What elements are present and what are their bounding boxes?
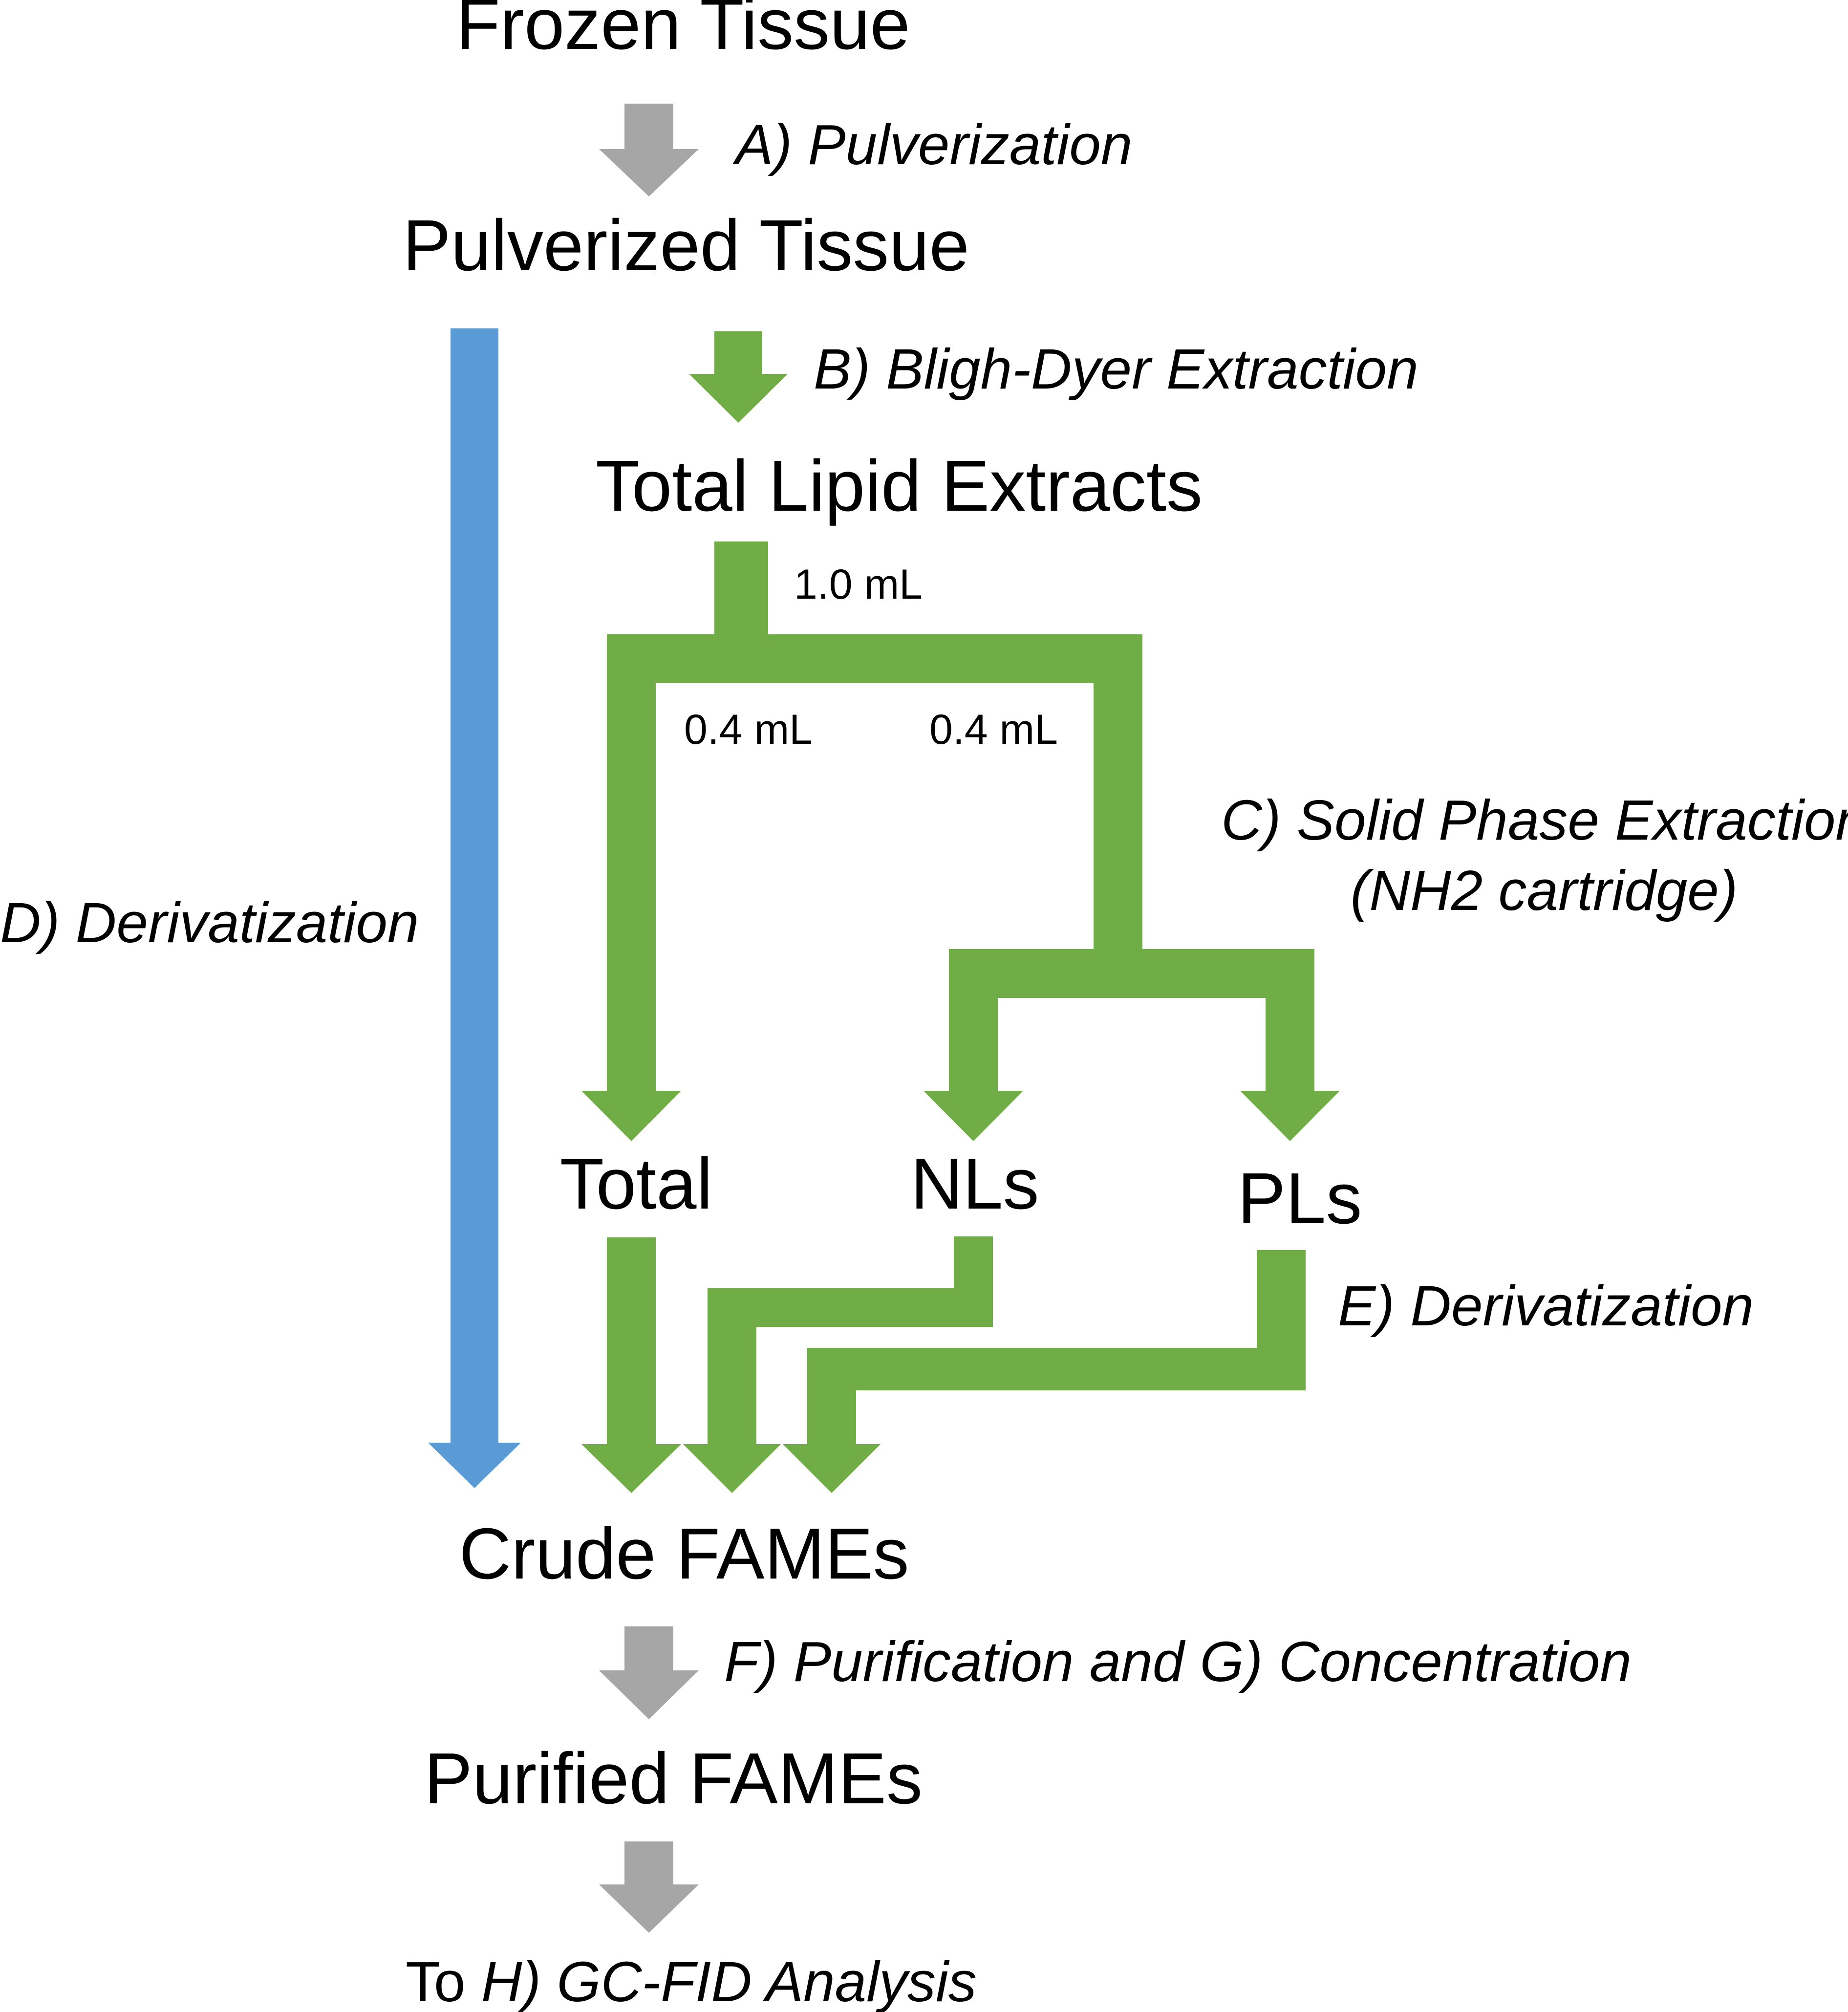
step-d-label: D) Derivatization	[0, 891, 419, 954]
step-h-text: H) GC-FID Analysis	[481, 1950, 977, 2012]
split-top-bar	[607, 634, 1142, 683]
step-h-label: To H) GC-FID Analysis	[406, 1950, 977, 2012]
volume-split-input: 1.0 mL	[794, 561, 923, 608]
step-e-label: E) Derivatization	[1338, 1274, 1754, 1338]
purification-arrow	[599, 1626, 699, 1719]
derivatization-direct-arrow	[428, 328, 521, 1488]
total-label: Total	[560, 1144, 713, 1224]
nls-to-crude-arrow	[683, 1236, 993, 1493]
spe-split-bar	[949, 949, 1314, 998]
step-c-label-line1: C) Solid Phase Extraction	[1221, 788, 1848, 852]
volume-to-spe: 0.4 mL	[929, 706, 1058, 753]
step-a-label: A) Pulverization	[732, 113, 1132, 176]
pls-label: PLs	[1237, 1158, 1362, 1239]
split-stem	[714, 541, 768, 635]
total-to-crude-arrow	[581, 1237, 681, 1493]
step-h-prefix: To	[406, 1950, 481, 2012]
spe-branch	[1094, 683, 1142, 950]
nls-arrow	[924, 998, 1023, 1141]
step-c-label-line2: (NH2 cartridge)	[1351, 859, 1738, 922]
total-branch-arrow	[581, 683, 681, 1141]
total-lipid-extracts-label: Total Lipid Extracts	[596, 446, 1203, 526]
pulverization-arrow	[599, 104, 699, 196]
nls-label: NLs	[910, 1144, 1039, 1224]
gc-fid-arrow	[599, 1841, 699, 1933]
step-b-label: B) Bligh-Dyer Extraction	[814, 337, 1418, 401]
volume-to-total: 0.4 mL	[684, 706, 813, 753]
pls-arrow	[1240, 998, 1340, 1141]
pls-to-crude-arrow	[783, 1250, 1306, 1493]
purified-fames-label: Purified FAMEs	[424, 1738, 923, 1819]
frozen-tissue-label: Frozen Tissue	[456, 0, 910, 65]
crude-fames-label: Crude FAMEs	[459, 1514, 909, 1594]
step-fg-label: F) Purification and G) Concentration	[724, 1630, 1632, 1693]
pulverized-tissue-label: Pulverized Tissue	[403, 205, 969, 286]
bligh-dyer-arrow	[689, 331, 788, 423]
